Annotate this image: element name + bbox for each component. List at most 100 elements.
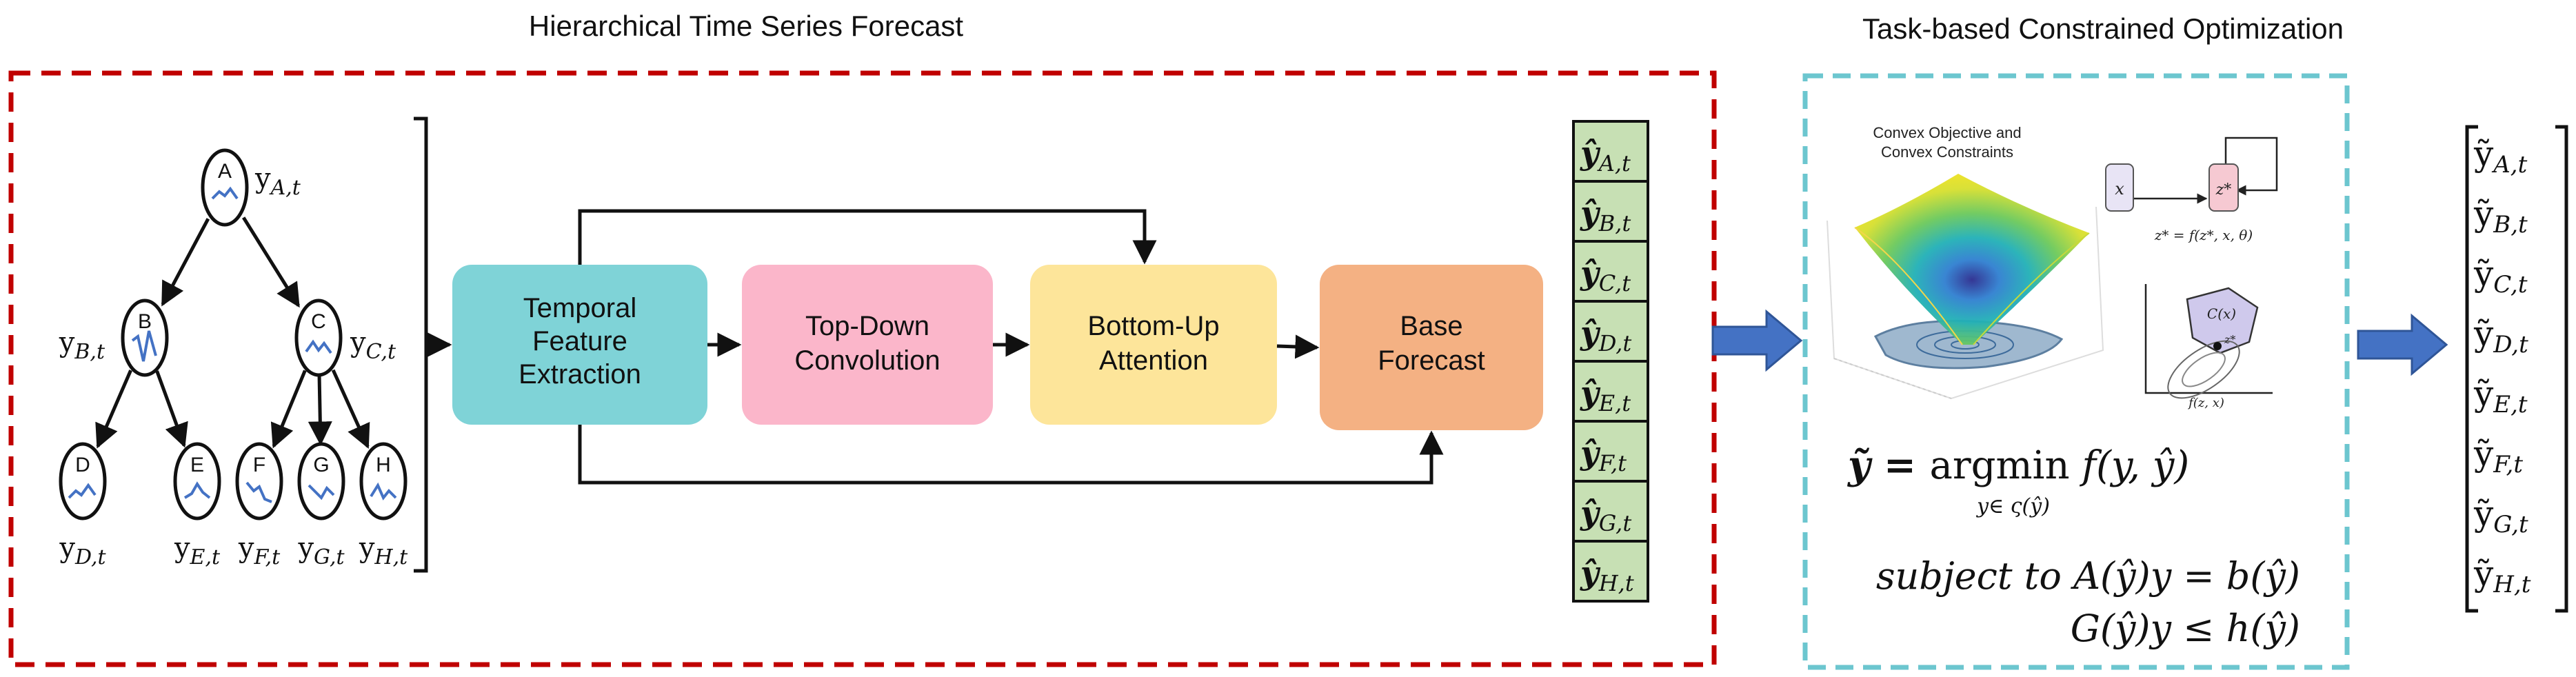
series-label-h: yH,t xyxy=(359,532,408,569)
forecast-cell xyxy=(1572,480,1649,543)
forecast-entry: ŷD,t xyxy=(1580,314,1631,356)
x-input-box xyxy=(2105,163,2134,212)
temporal-label-1: Temporal xyxy=(523,293,637,323)
reconciled-entry: ỹH,t xyxy=(2473,554,2531,598)
forecast-entry: ŷF,t xyxy=(1580,434,1627,476)
base-label-2: Forecast xyxy=(1378,345,1485,376)
tree-edge xyxy=(95,370,132,449)
forecast-cell xyxy=(1572,180,1649,243)
z-output-box xyxy=(2208,163,2239,212)
tree-node-c: CyC,t xyxy=(294,299,396,377)
series-sparkline xyxy=(305,339,332,354)
forecast-entry: ŷG,t xyxy=(1580,494,1631,536)
series-label-e: yE,t xyxy=(174,532,221,569)
tree-node-label: A xyxy=(218,160,232,183)
x-input-label: x xyxy=(2115,179,2124,199)
forecast-entry: ŷB,t xyxy=(1580,194,1631,236)
tree-edge xyxy=(155,370,188,448)
series-label-g: yG,t xyxy=(297,532,345,569)
tree-edge xyxy=(331,369,370,449)
feasible-set-diagram: C(x) z* f(z, x) xyxy=(2144,284,2273,410)
tree-node-label: F xyxy=(253,454,265,476)
objective-surface xyxy=(1855,174,2089,345)
right-section-title: Task-based Constrained Optimization xyxy=(1862,12,2344,45)
equation-constraint-ineq: G(ŷ)y ≤ h(ŷ) xyxy=(2071,607,2300,650)
reconciled-entry: ỹD,t xyxy=(2473,314,2528,358)
forecast-cell xyxy=(1572,360,1649,423)
tree-edge xyxy=(270,370,307,449)
reconciled-forecast-vector: ỹA,t ỹB,t ỹC,t ỹD,t ỹE,t ỹF,t ỹG,t ỹH,t xyxy=(2465,125,2568,613)
tree-node-f: FyF,t xyxy=(235,442,283,569)
series-label-a: yA,t xyxy=(254,163,301,200)
fat-arrow-to-reconciled xyxy=(2357,313,2448,376)
series-label-c: yC,t xyxy=(350,327,396,364)
reconciled-entry: ỹG,t xyxy=(2473,494,2528,538)
feasible-set-label: C(x) xyxy=(2207,305,2236,322)
series-sparkline xyxy=(245,481,272,503)
reconciled-entry: ỹF,t xyxy=(2473,434,2523,478)
reconciled-entry: ỹE,t xyxy=(2473,374,2528,418)
series-sparkline xyxy=(308,484,335,501)
temporal-label-2: Feature xyxy=(532,326,627,356)
topdown-label-2: Convolution xyxy=(794,345,940,376)
topdown-label-1: Top-Down xyxy=(805,311,929,341)
tree-node-b: ByB,t xyxy=(59,299,169,377)
z-output-label: z* xyxy=(2215,181,2232,199)
forecast-cell xyxy=(1572,300,1649,363)
hierarchical-forecast-frame xyxy=(8,70,1717,667)
series-sparkline xyxy=(131,330,157,362)
forecast-cell xyxy=(1572,120,1649,183)
fat-arrow-to-optimization xyxy=(1711,309,1803,372)
feasible-set-polygon xyxy=(2186,287,2259,354)
module-temporal-feature-extraction: Temporal Feature Extraction xyxy=(452,265,707,425)
forecast-entry: ŷC,t xyxy=(1580,254,1631,296)
tree-node-label: B xyxy=(138,310,152,333)
series-sparkline xyxy=(370,482,397,501)
base-forecast-vector: ŷA,t ŷB,t ŷC,t ŷD,t ŷE,t ŷF,t ŷG,t ŷH,t xyxy=(1572,120,1649,603)
forecast-entry: ŷA,t xyxy=(1580,134,1631,176)
reconciled-entry: ỹA,t xyxy=(2473,134,2528,179)
tree-node-label: E xyxy=(190,454,204,476)
bottomup-label-1: Bottom-Up xyxy=(1087,311,1219,341)
reconciled-entry: ỹC,t xyxy=(2473,254,2528,299)
forecast-entry: ŷH,t xyxy=(1580,554,1634,596)
contour-label: f(z, x) xyxy=(2187,396,2224,410)
forecast-entry: ŷE,t xyxy=(1580,374,1631,416)
skip-arrow-temporal-to-base xyxy=(578,425,1444,485)
tree-node-h: HyH,t xyxy=(359,442,408,569)
fixed-point-equation: z* = f(z*, x, θ) xyxy=(2154,227,2253,243)
series-sparkline xyxy=(183,481,211,499)
left-section-title: Hierarchical Time Series Forecast xyxy=(529,10,964,42)
module-base-forecast: Base Forecast xyxy=(1320,265,1543,430)
tree-bracket xyxy=(414,117,428,573)
tree-node-label: C xyxy=(311,310,326,333)
tree-node-g: GyG,t xyxy=(297,442,345,569)
optimal-point-label: z* xyxy=(2224,333,2235,346)
series-sparkline xyxy=(211,186,239,200)
module-bottom-up-attention: Bottom-Up Attention xyxy=(1030,265,1277,425)
optimization-equations: ỹ = argmin f(y, ŷ) y∈ ς(ŷ) subject to A(… xyxy=(1847,443,2300,650)
series-label-d: yD,t xyxy=(59,532,106,569)
equation-constraint-eq: subject to A(ŷ)y = b(ŷ) xyxy=(1876,554,2300,598)
tree-node-label: H xyxy=(376,454,391,476)
tree-edge xyxy=(308,373,332,446)
series-sparkline xyxy=(68,483,97,499)
forecast-cell xyxy=(1572,240,1649,303)
vector-bracket-left xyxy=(2465,125,2478,613)
arrow-bottomup-to-base xyxy=(1276,334,1320,359)
skip-arrow-temporal-to-bottomup xyxy=(578,209,1157,265)
surface-title-1: Convex Objective and xyxy=(1873,124,2021,141)
tree-node-e: EyE,t xyxy=(173,442,221,569)
forecast-cell xyxy=(1572,540,1649,603)
surface-title-2: Convex Constraints xyxy=(1881,143,2013,161)
reconciled-entry: ỹB,t xyxy=(2473,194,2528,239)
convex-surface-plot: Convex Objective and Convex Constraints xyxy=(1827,124,2104,400)
module-top-down-convolution: Top-Down Convolution xyxy=(742,265,993,425)
temporal-label-3: Extraction xyxy=(519,359,641,390)
tree-edge xyxy=(161,218,210,307)
series-label-b: yB,t xyxy=(59,327,105,364)
tree-node-d: DyD,t xyxy=(59,442,107,569)
